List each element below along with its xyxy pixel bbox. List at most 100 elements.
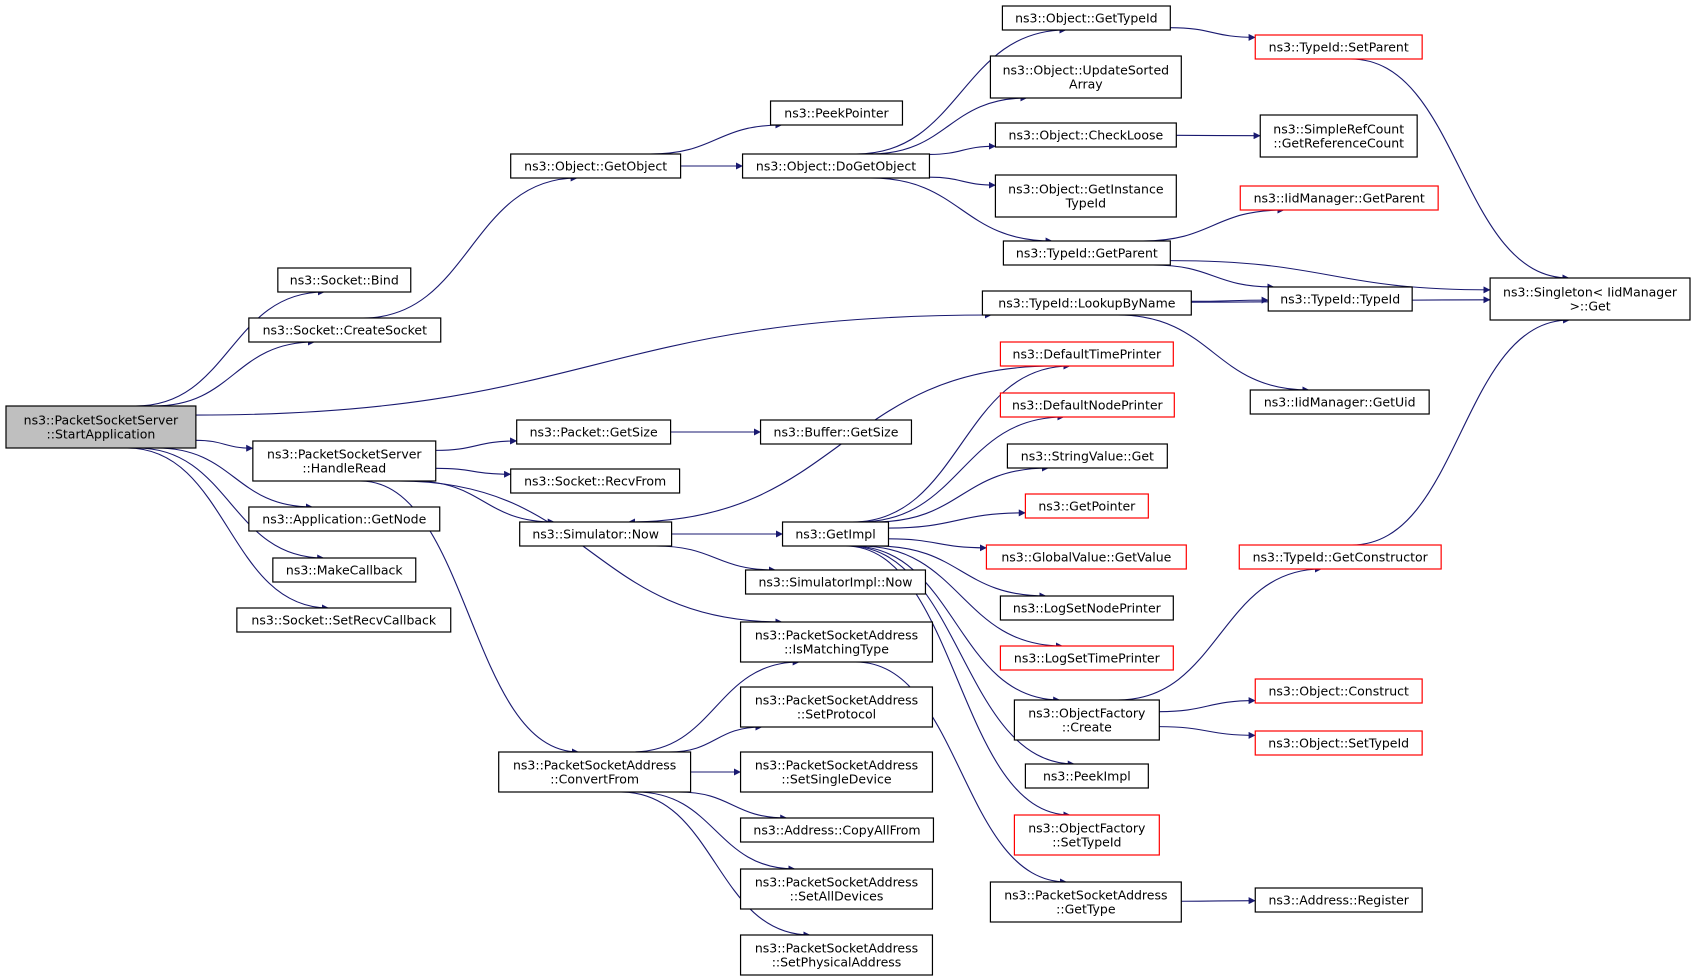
node-getuid[interactable]: ns3::IidManager::GetUid (1249, 389, 1430, 415)
node-ofsettypeid[interactable]: ns3::ObjectFactory::SetTypeId (1013, 814, 1160, 856)
node-handleread[interactable]: ns3::PacketSocketServer::HandleRead (252, 440, 437, 482)
node-label-getobject-0: ns3::Object::GetObject (524, 159, 667, 174)
node-label-createsocket-0: ns3::Socket::CreateSocket (263, 323, 428, 338)
node-box-simnow (519, 521, 673, 547)
edge-dogetobject-to-typeidgetparent (870, 177, 1053, 245)
node-box-globalvalue (985, 544, 1187, 570)
node-label-updatesorted-0: ns3::Object::UpdateSorted (1003, 63, 1169, 78)
node-objconstruct[interactable]: ns3::Object::Construct (1254, 678, 1423, 704)
node-typeidgetparent[interactable]: ns3::TypeId::GetParent (1002, 240, 1171, 266)
node-ismatchingtype[interactable]: ns3::PacketSocketAddress::IsMatchingType (739, 621, 934, 663)
node-setrecvcallback[interactable]: ns3::Socket::SetRecvCallback (236, 607, 452, 633)
node-label-globalvalue-0: ns3::GlobalValue::GetValue (1001, 550, 1171, 565)
node-box-logsetnode (999, 595, 1174, 621)
node-setphysical[interactable]: ns3::PacketSocketAddress::SetPhysicalAdd… (739, 934, 934, 976)
node-box-singleton (1489, 277, 1691, 321)
node-box-simplerefcount (1259, 114, 1418, 158)
edge-handleread-to-ismatchingtype (398, 480, 783, 626)
node-defnodeprinter[interactable]: ns3::DefaultNodePrinter (999, 392, 1175, 418)
node-label-deftimeprinter-0: ns3::DefaultTimePrinter (1013, 347, 1163, 362)
node-peekimpl[interactable]: ns3::PeekImpl (1024, 763, 1149, 789)
node-getpointer[interactable]: ns3::GetPointer (1024, 493, 1149, 519)
node-globalvalue[interactable]: ns3::GlobalValue::GetValue (985, 544, 1187, 570)
edge-root-to-getnode (156, 447, 313, 511)
node-label-stringvalueget-0: ns3::StringValue::Get (1021, 449, 1154, 464)
node-setsingledevice[interactable]: ns3::PacketSocketAddress::SetSingleDevic… (739, 751, 934, 793)
node-label-simplerefcount-1: ::GetReferenceCount (1273, 136, 1404, 151)
node-label-updatesorted-1: Array (1069, 77, 1103, 92)
node-box-lookupbyname (981, 290, 1192, 316)
node-iidgetparent[interactable]: ns3::IidManager::GetParent (1239, 185, 1439, 211)
node-setalldevices[interactable]: ns3::PacketSocketAddress::SetAllDevices (739, 868, 934, 910)
node-packetgetsize[interactable]: ns3::Packet::GetSize (516, 419, 672, 445)
node-logsettime[interactable]: ns3::LogSetTimePrinter (999, 645, 1174, 671)
node-getobject[interactable]: ns3::Object::GetObject (510, 153, 682, 179)
node-recvfrom[interactable]: ns3::Socket::RecvFrom (510, 468, 681, 494)
node-label-defnodeprinter-0: ns3::DefaultNodePrinter (1012, 398, 1164, 413)
node-box-getinstance (994, 174, 1177, 218)
node-bind[interactable]: ns3::Socket::Bind (277, 267, 412, 293)
node-typeidtypeid[interactable]: ns3::TypeId::TypeId (1267, 286, 1413, 312)
node-label-setrecvcallback-0: ns3::Socket::SetRecvCallback (251, 613, 436, 628)
node-addrregister[interactable]: ns3::Address::Register (1254, 887, 1423, 913)
node-psagettype[interactable]: ns3::PacketSocketAddress::GetType (989, 881, 1182, 923)
node-box-gettypeid (1001, 5, 1171, 31)
edge-convertfrom-to-setalldevices (635, 791, 796, 873)
node-label-root-0: ns3::PacketSocketServer (24, 413, 179, 428)
node-peekpointer[interactable]: ns3::PeekPointer (769, 100, 904, 126)
node-stringvalueget[interactable]: ns3::StringValue::Get (1006, 443, 1168, 469)
node-dogetobject[interactable]: ns3::Object::DoGetObject (741, 153, 931, 179)
node-label-recvfrom-0: ns3::Socket::RecvFrom (524, 474, 666, 489)
node-label-handleread-0: ns3::PacketSocketServer (267, 447, 422, 462)
node-deftimeprinter[interactable]: ns3::DefaultTimePrinter (999, 341, 1174, 367)
node-checkloose[interactable]: ns3::Object::CheckLoose (994, 122, 1177, 148)
node-createsocket[interactable]: ns3::Socket::CreateSocket (248, 317, 442, 343)
node-gettypeid[interactable]: ns3::Object::GetTypeId (1001, 5, 1171, 31)
node-label-setsingledevice-1: ::SetSingleDevice (781, 772, 891, 787)
node-label-convertfrom-1: ::ConvertFrom (550, 772, 639, 787)
edge-getimpl-to-defnodeprinter (858, 413, 1065, 523)
node-getnode[interactable]: ns3::Application::GetNode (248, 506, 441, 532)
node-simnow[interactable]: ns3::Simulator::Now (519, 521, 673, 547)
node-setparent[interactable]: ns3::TypeId::SetParent (1254, 34, 1423, 60)
node-setprotocol[interactable]: ns3::PacketSocketAddress::SetProtocol (739, 686, 934, 728)
node-label-ismatchingtype-1: ::IsMatchingType (784, 642, 889, 657)
node-label-objconstruct-0: ns3::Object::Construct (1268, 684, 1409, 699)
node-objsettypeid[interactable]: ns3::Object::SetTypeId (1254, 730, 1423, 756)
edge-convertfrom-to-setphysical (621, 791, 811, 939)
node-logsetnode[interactable]: ns3::LogSetNodePrinter (999, 595, 1174, 621)
node-convertfrom[interactable]: ns3::PacketSocketAddress::ConvertFrom (498, 751, 692, 793)
node-box-setalldevices (739, 868, 934, 910)
node-label-convertfrom-0: ns3::PacketSocketAddress (513, 758, 676, 773)
node-ofcreate[interactable]: ns3::ObjectFactory::Create (1013, 699, 1160, 741)
node-singleton[interactable]: ns3::Singleton< IidManager>::Get (1489, 277, 1691, 321)
node-copyallfrom[interactable]: ns3::Address::CopyAllFrom (739, 817, 935, 843)
node-box-objconstruct (1254, 678, 1423, 704)
node-simimplnow[interactable]: ns3::SimulatorImpl::Now (744, 569, 927, 595)
node-makecallback[interactable]: ns3::MakeCallback (272, 557, 417, 583)
node-label-lookupbyname-0: ns3::TypeId::LookupByName (998, 296, 1175, 311)
node-box-dogetobject (741, 153, 931, 179)
node-label-setalldevices-0: ns3::PacketSocketAddress (755, 875, 918, 890)
node-label-dogetobject-0: ns3::Object::DoGetObject (756, 159, 916, 174)
edge-getimpl-to-stringvalueget (874, 464, 1049, 523)
node-box-getpointer (1024, 493, 1149, 519)
node-box-getobject (510, 153, 682, 179)
node-simplerefcount[interactable]: ns3::SimpleRefCount::GetReferenceCount (1259, 114, 1418, 158)
edge-convertfrom-to-copyallfrom (678, 791, 788, 822)
node-box-copyallfrom (739, 817, 935, 843)
node-getconstructor[interactable]: ns3::TypeId::GetConstructor (1238, 544, 1442, 570)
node-getimpl[interactable]: ns3::GetImpl (781, 521, 890, 547)
node-buffergetsize[interactable]: ns3::Buffer::GetSize (759, 419, 913, 445)
node-box-getconstructor (1238, 544, 1442, 570)
node-label-setprotocol-0: ns3::PacketSocketAddress (755, 693, 918, 708)
node-box-setprotocol (739, 686, 934, 728)
node-box-bind (277, 267, 412, 293)
node-label-simimplnow-0: ns3::SimulatorImpl::Now (758, 575, 912, 590)
node-lookupbyname[interactable]: ns3::TypeId::LookupByName (981, 290, 1192, 316)
node-label-logsettime-0: ns3::LogSetTimePrinter (1014, 651, 1161, 666)
node-label-ofsettypeid-0: ns3::ObjectFactory (1028, 821, 1146, 836)
edge-typeidgetparent-to-typeidtypeid (1152, 264, 1275, 291)
